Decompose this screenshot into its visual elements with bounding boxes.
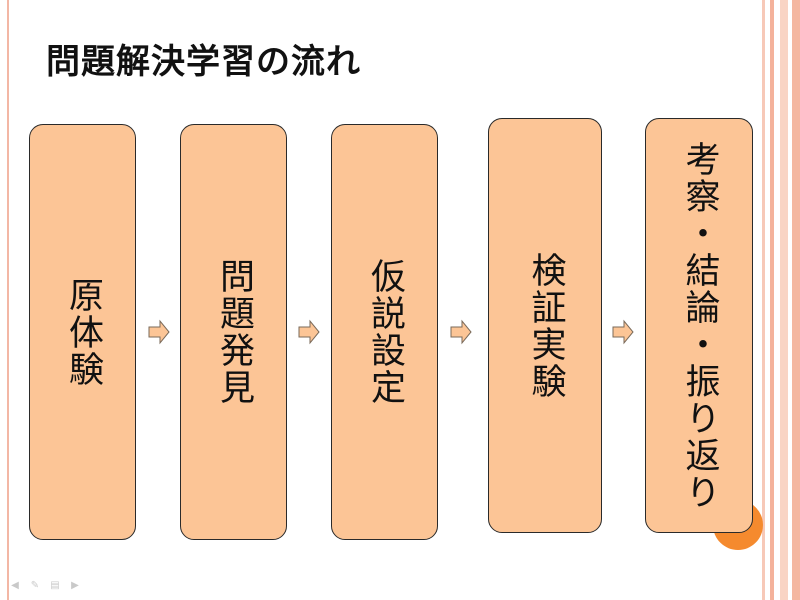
step-box-2: 問題発見: [180, 124, 287, 540]
pen-icon[interactable]: ✎: [30, 580, 40, 591]
step-label-5: 考察・結論・振り返り: [679, 140, 720, 511]
step-label-2: 問題発見: [214, 258, 254, 406]
left-border-line: [7, 0, 9, 600]
right-arrow-icon: [612, 319, 634, 345]
step-label-4: 検証実験: [525, 251, 566, 400]
slide-title: 問題解決学習の流れ: [46, 42, 361, 82]
step-box-1: 原体験: [29, 124, 136, 540]
step-box-3: 仮説設定: [331, 124, 438, 540]
right-arrow-icon: [148, 319, 170, 345]
step-box-4: 検証実験: [488, 118, 602, 533]
right-decorative-stripes: [762, 0, 800, 600]
slide-nav-controls: ◀ ✎ ▤ ▶: [8, 580, 82, 592]
next-icon[interactable]: ▶: [71, 580, 79, 591]
step-label-1: 原体験: [63, 276, 103, 388]
step-box-5: 考察・結論・振り返り: [645, 118, 753, 533]
step-label-3: 仮説設定: [365, 258, 405, 406]
right-arrow-icon: [298, 319, 320, 345]
prev-icon[interactable]: ◀: [11, 580, 19, 591]
menu-icon[interactable]: ▤: [50, 580, 60, 591]
right-arrow-icon: [450, 319, 472, 345]
